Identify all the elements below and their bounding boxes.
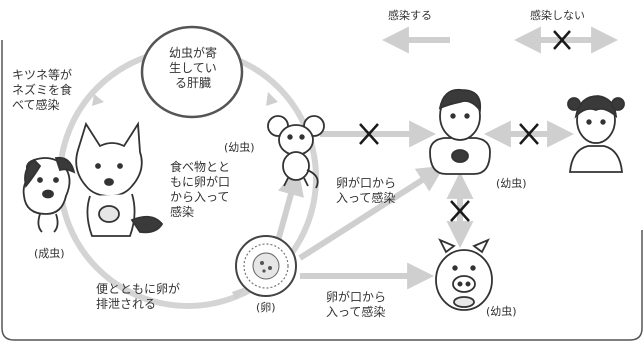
pig-infection-label: 卵が口から 入って感染 bbox=[326, 290, 387, 319]
legend-cross-icon bbox=[553, 30, 571, 50]
egg-label: (卵) bbox=[256, 301, 276, 314]
cycle-arrowhead-1 bbox=[92, 94, 104, 106]
fox-eats-mouse-label: キツネ等が ネズミを食 べて感染 bbox=[12, 68, 73, 112]
cycle-arrowhead-3 bbox=[232, 287, 246, 300]
cross-human-human-icon bbox=[519, 123, 539, 145]
man-icon bbox=[429, 88, 491, 175]
girl-icon bbox=[567, 95, 625, 173]
liver-bubble-text: 幼虫が寄 生してい る肝臓 bbox=[168, 46, 217, 90]
pig-icon bbox=[435, 238, 493, 311]
adult-stage-label: (成虫) bbox=[34, 247, 65, 260]
arrow-egg-mouse bbox=[273, 168, 304, 249]
human-infection-label: 卵が口から 入って感染 bbox=[336, 176, 397, 205]
pig-stage-label: (幼虫) bbox=[486, 305, 517, 318]
human-stage-label: (幼虫) bbox=[496, 177, 527, 190]
dog-icon bbox=[22, 156, 76, 233]
liver-bubble bbox=[140, 25, 244, 119]
fox-icon bbox=[75, 121, 164, 237]
cross-human-pig-icon bbox=[450, 200, 470, 222]
arrow-egg-human bbox=[298, 165, 445, 261]
mouse-icon bbox=[267, 115, 325, 189]
legend-infects-label: 感染する bbox=[388, 9, 432, 22]
cross-mouse-human-icon bbox=[359, 123, 379, 145]
cycle-arrowhead-2 bbox=[266, 92, 278, 106]
excretion-label: 便とともに卵が 排泄される bbox=[96, 282, 181, 311]
mouse-infection-label: 食べ物とと もに卵が口 から入って 感染 bbox=[170, 160, 231, 219]
egg-icon bbox=[235, 235, 297, 297]
mouse-stage-label: (幼虫) bbox=[224, 141, 255, 154]
panel-border bbox=[1, 40, 643, 341]
legend-not-infects-label: 感染しない bbox=[530, 9, 585, 22]
